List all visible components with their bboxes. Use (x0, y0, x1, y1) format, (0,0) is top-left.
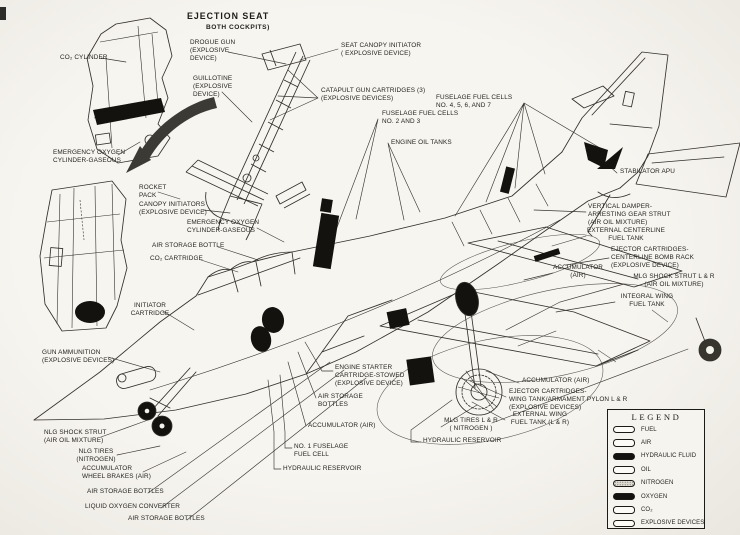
callout-mlg-shock-strut: MLG SHOCK STRUT L & R (AIR OIL MIXTURE) (633, 273, 715, 288)
callout-external-wing-tank: EXTERNAL WING FUEL TANK (L & R) (510, 411, 570, 426)
pointer-arrow-icon (597, 147, 623, 169)
callout-liquid-oxygen-converter: LIQUID OXYGEN CONVERTER (85, 503, 180, 510)
legend-row-co2: CO₂ (613, 503, 700, 516)
callout-air-storage-bottles-left: AIR STORAGE BOTTLES (87, 488, 164, 495)
legend-label-fuel: FUEL (641, 426, 657, 433)
callout-hydraulic-reservoir-right: HYDRAULIC RESERVOIR (423, 437, 502, 444)
callout-external-centerline-tank: EXTERNAL CENTERLINE FUEL TANK (586, 227, 666, 242)
callout-air-storage-bottle: AIR STORAGE BOTTLE (152, 242, 225, 249)
legend-row-hydraulic-fluid: HYDRAULIC FLUID (613, 450, 700, 463)
legend-swatch-co2 (613, 506, 635, 514)
callout-rocket-pack: ROCKET PACK (139, 184, 167, 199)
ejection-seat-art (185, 43, 311, 241)
callout-fuselage-fuel-cells-4567: FUSELAGE FUEL CELLS NO. 4, 5, 6, AND 7 (436, 94, 513, 109)
legend-label-oil: OIL (641, 466, 651, 473)
diagram-subheading: BOTH COCKPITS) (206, 24, 270, 31)
legend-label-air: AIR (641, 440, 652, 447)
legend-swatch-oil (613, 466, 635, 474)
callout-guillotine: GUILLOTINE (EXPLOSIVE DEVICE) (193, 75, 233, 98)
legend-swatch-oxygen (613, 492, 635, 501)
legend-row-nitrogen: NITROGEN (613, 477, 700, 490)
legend-label-hydraulic-fluid: HYDRAULIC FLUID (641, 453, 697, 460)
callout-air-storage-bottles-lower: AIR STORAGE BOTTLES (128, 515, 205, 522)
callout-initiator-cartridge: INITIATOR CARTRIDGE (130, 302, 170, 317)
callout-ejector-wing-pylon: EJECTOR CARTRIDGES- WING TANK/ARMAMENT P… (509, 388, 628, 411)
callout-air-storage-bottles-mid: AIR STORAGE BOTTLES (318, 393, 363, 408)
callout-gun-ammunition: GUN AMMUNITION (EXPLOSIVE DEVICES) (42, 349, 115, 364)
callout-fuselage-fuel-cells-23: FUSELAGE FUEL CELLS NO. 2 AND 3 (382, 110, 459, 125)
callout-emergency-oxygen-b: EMERGENCY OXYGEN CYLINDER-GASEOUS (187, 219, 260, 234)
scan-mark (0, 7, 6, 20)
callout-hydraulic-reservoir-left: HYDRAULIC RESERVOIR (283, 465, 362, 472)
legend-row-air: AIR (613, 436, 700, 449)
callout-co2-cylinder: CO₂ CYLINDER (60, 54, 108, 61)
callout-co2-cartridge: CO₂ CARTRIDGE (150, 255, 203, 262)
callout-mlg-tires: MLG TIRES L & R ( NITROGEN ) (444, 417, 498, 432)
legend: LEGEND FUEL AIR HYDRAULIC FLUID OIL NITR… (607, 409, 705, 529)
callout-accumulator-air-mid: ACCUMULATOR (AIR) (308, 422, 376, 429)
callout-emergency-oxygen-a: EMERGENCY OXYGEN CYLINDER-GASEOUS (53, 149, 126, 164)
callout-accumulator-air-right: ACCUMULATOR (AIR) (552, 264, 604, 279)
external-tank-outlines (376, 233, 678, 445)
callout-drogue-gun: DROGUE GUN (EXPLOSIVE DEVICE) (190, 39, 236, 62)
legend-title: LEGEND (631, 412, 682, 422)
legend-label-co2: CO₂ (641, 507, 653, 514)
callout-nlg-shock-strut: NLG SHOCK STRUT (AIR OIL MIXTURE) (44, 429, 107, 444)
callout-accumulator-wheel-brakes: ACCUMULATOR WHEEL BRAKES (AIR) (82, 465, 152, 480)
stabilator-apu-component (584, 142, 608, 168)
callout-catapult-gun-cartridges: CATAPULT GUN CARTRIDGES (3) (EXPLOSIVE D… (321, 87, 426, 102)
callout-vertical-damper: VERTICAL DAMPER- ARRESTING GEAR STRUT (A… (588, 203, 671, 226)
landing-gear (116, 281, 722, 437)
curved-arrow-icon (126, 97, 217, 173)
legend-swatch-explosive-devices (613, 519, 635, 528)
legend-swatch-nitrogen (613, 479, 635, 487)
legend-row-fuel: FUEL (613, 423, 700, 436)
legend-row-oxygen: OXYGEN (613, 490, 700, 503)
legend-swatch-air (613, 439, 635, 447)
callout-nlg-tires: NLG TIRES (NITROGEN) (76, 448, 116, 463)
callout-integral-wing-tank: INTEGRAL WING FUEL TANK (620, 293, 674, 308)
callout-engine-starter: ENGINE STARTER CARTRIDGE-STOWED (EXPLOSI… (335, 364, 405, 387)
system-component-blobs (250, 142, 623, 386)
diagram-heading: EJECTION SEAT (187, 11, 270, 21)
callout-canopy-initiators: CANOPY INITIATORS (EXPLOSIVE DEVICE) (139, 201, 207, 216)
seat-pack-art (39, 17, 173, 332)
legend-label-explosive-devices: EXPLOSIVE DEVICES (641, 520, 705, 527)
callout-ejector-centerline: EJECTOR CARTRIDGES- CENTERLINE BOMB RACK… (611, 246, 695, 269)
legend-row-explosive-devices: EXPLOSIVE DEVICES (613, 517, 704, 530)
legend-swatch-fuel (613, 425, 635, 434)
legend-label-oxygen: OXYGEN (641, 493, 668, 500)
callout-stabilator-apu: STABILATOR APU (620, 168, 675, 175)
callout-seat-canopy-initiator: SEAT CANOPY INITIATOR ( EXPLOSIVE DEVICE… (341, 42, 422, 57)
callout-engine-oil-tanks: ENGINE OIL TANKS (391, 139, 452, 146)
callout-accumulator-air-wing: ACCUMULATOR (AIR) (522, 377, 590, 384)
callout-no1-fuselage-fuel-cell: NO. 1 FUSELAGE FUEL CELL (294, 443, 349, 458)
legend-swatch-hydraulic-fluid (613, 452, 635, 461)
legend-label-nitrogen: NITROGEN (641, 480, 674, 487)
legend-row-oil: OIL (613, 463, 700, 476)
